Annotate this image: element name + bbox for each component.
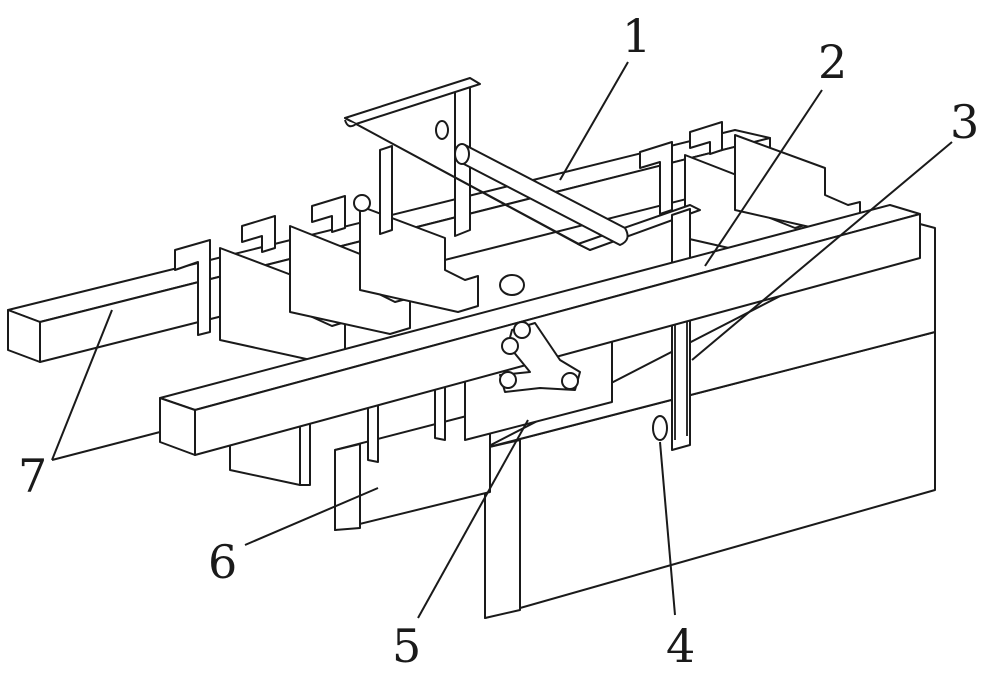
pin-4	[652, 415, 668, 441]
label-1: 1	[622, 9, 651, 63]
label-3: 3	[950, 95, 979, 149]
part-labels: 1 2 3 4 5 6 7	[18, 9, 979, 673]
label-4: 4	[666, 619, 695, 673]
linkage-5	[499, 321, 581, 393]
label-7: 7	[18, 449, 47, 503]
push-plates	[174, 121, 861, 363]
label-2: 2	[818, 35, 847, 89]
label-5: 5	[392, 619, 421, 673]
label-6: 6	[208, 535, 237, 589]
front-rail	[159, 204, 921, 456]
leader-lines	[51, 61, 953, 619]
